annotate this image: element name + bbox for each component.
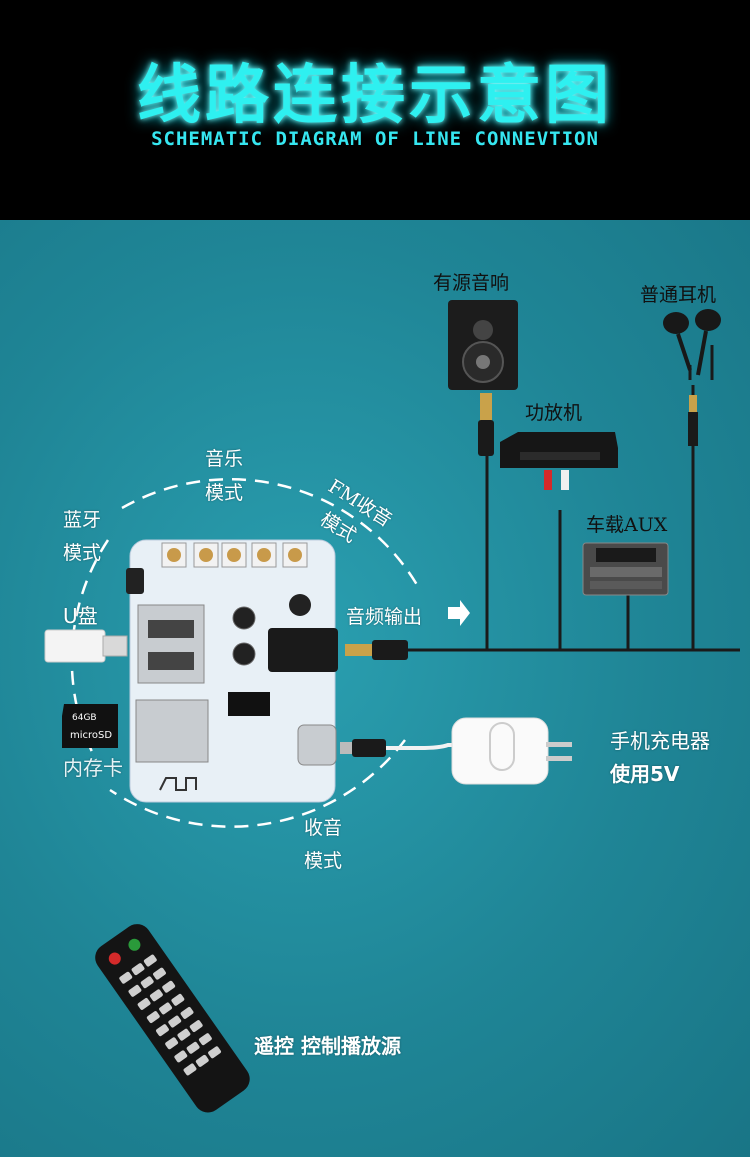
car-aux-label: 车载AUX	[586, 514, 668, 536]
mode-circle-top-arc	[121, 478, 422, 591]
earphones-icon	[663, 309, 721, 446]
mode-circle-bottom-arc	[109, 739, 406, 828]
ir-receiver	[126, 568, 144, 594]
remote-control-icon	[95, 924, 250, 1113]
header-banner: 线路连接示意图 SCHEMATIC DIAGRAM OF LINE CONNEV…	[0, 0, 750, 220]
microphone	[289, 594, 311, 616]
phone-charger-icon	[340, 717, 572, 785]
antenna-trace	[159, 777, 197, 791]
remote-label: 遥控 控制播放源	[254, 1034, 401, 1058]
audio-jack	[268, 628, 338, 672]
bluetooth-mode-label-1: 蓝牙	[63, 509, 102, 531]
charger-cable	[345, 743, 470, 750]
tf-card-slot	[135, 699, 209, 763]
page-subtitle: SCHEMATIC DIAGRAM OF LINE CONNEVTION	[151, 128, 599, 150]
usb-port	[137, 604, 205, 684]
music-mode-label-1: 音乐	[205, 448, 244, 470]
memory-card-label: 内存卡	[63, 756, 123, 780]
amplifier-icon	[500, 432, 618, 490]
music-mode-label-2: 模式	[205, 482, 244, 504]
active-speaker-icon	[448, 300, 518, 456]
arrow-right-icon	[448, 600, 470, 626]
car-radio-icon	[582, 542, 669, 596]
page-title: 线路连接示意图	[137, 59, 613, 133]
usb-c-port	[297, 724, 337, 766]
micro-sd-card: 64GB microSD	[62, 704, 118, 748]
capacitor-bottom	[232, 642, 256, 666]
audio-cables	[405, 345, 740, 652]
charger-label-2: 使用5V	[610, 762, 680, 786]
active-speaker-label: 有源音响	[433, 272, 510, 294]
usb-drive-label: U盘	[63, 604, 98, 628]
bluetooth-board	[126, 539, 338, 803]
earphones-label: 普通耳机	[640, 284, 717, 306]
svg-text:microSD: microSD	[70, 730, 112, 741]
audio-plug	[345, 640, 408, 660]
board-buttons	[161, 542, 308, 568]
amplifier-label: 功放机	[525, 402, 583, 424]
capacitor-top	[232, 606, 256, 630]
radio-mode-label-1: 收音	[304, 817, 343, 839]
main-chip	[228, 692, 270, 716]
bluetooth-mode-label-2: 模式	[63, 542, 102, 564]
card-capacity: 64GB	[72, 713, 97, 723]
audio-output-label: 音频输出	[346, 606, 423, 628]
usb-stick	[44, 629, 128, 663]
charger-label-1: 手机充电器	[610, 729, 710, 753]
radio-mode-label-2: 模式	[304, 850, 343, 872]
